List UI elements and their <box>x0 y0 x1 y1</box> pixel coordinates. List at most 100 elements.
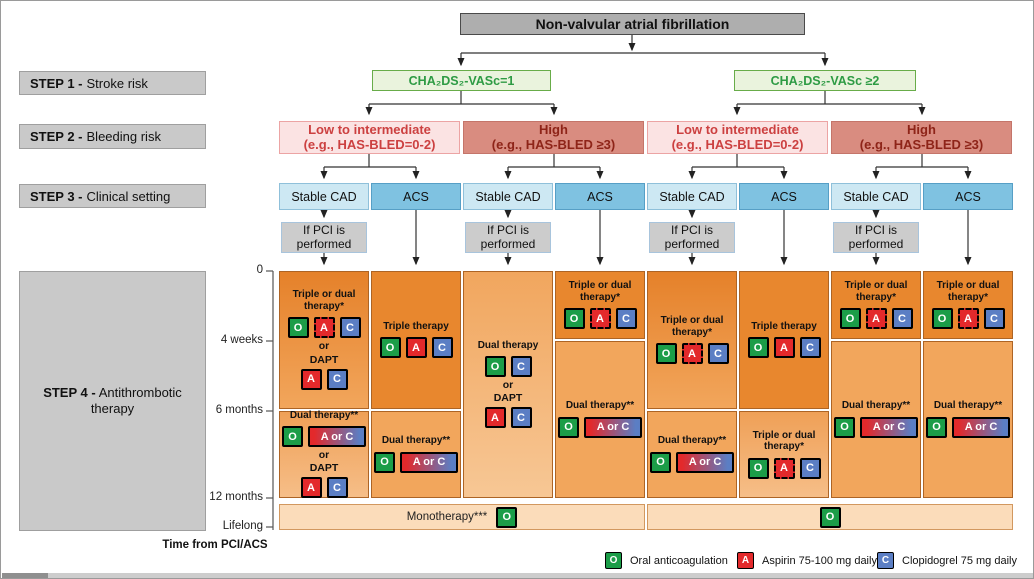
drug-chip-o: O <box>484 356 506 378</box>
diagram-title: Non-valvular atrial fibrillation <box>460 13 805 35</box>
legend-oac-chip: O <box>605 552 622 569</box>
drug-chip-o: O <box>834 416 855 438</box>
clinical-stable-cad-box: Stable CAD <box>279 183 369 210</box>
axis-caption: Time from PCI/ACS <box>162 539 268 551</box>
drug-chip-o: O <box>839 308 861 329</box>
chads-vasc-1-box: CHA₂DS₂-VASc=1 <box>372 70 551 91</box>
legend-clopidogrel: C Clopidogrel 75 mg daily <box>877 552 1017 569</box>
drug-chip-o: O <box>926 416 947 438</box>
legend-oac-label: Oral anticoagulation <box>630 554 728 567</box>
therapy-cell-label: Triple or dual therapy* <box>292 289 356 312</box>
monotherapy-bar-left: Monotherapy*** O <box>279 504 645 530</box>
legend-aspirin-chip: A <box>737 552 754 569</box>
tick-lifelong: Lifelong <box>222 520 263 532</box>
drug-chip-o: O <box>282 426 303 448</box>
therapy-cell-label: Dual therapy** <box>841 400 911 412</box>
therapy-cell-label: Triple or dual therapy* <box>844 280 908 303</box>
tick-6-months: 6 months <box>215 404 263 416</box>
therapy-cell-label: Triple therapy <box>383 320 449 332</box>
drug-chip-a: A <box>405 337 427 359</box>
clinical-acs-box: ACS <box>739 183 829 210</box>
step3-text: Clinical setting <box>86 188 171 204</box>
scrollbar-track[interactable] <box>2 573 1033 578</box>
step4-prefix: STEP 4 - <box>43 384 96 400</box>
therapy-cell-text: DAPT <box>309 462 339 475</box>
drug-chip-o: O <box>747 457 769 479</box>
step1-text: Stroke risk <box>86 75 148 91</box>
drug-chip-c: C <box>326 477 348 499</box>
therapy-cell-label: Dual therapy** <box>565 400 635 412</box>
therapy-cell-text: or <box>318 449 330 462</box>
drug-chip-c: C <box>799 337 821 359</box>
drug-chip-a: A <box>300 477 322 499</box>
tick-12-months: 12 months <box>209 491 263 503</box>
step3-prefix: STEP 3 - <box>30 188 83 204</box>
step2-prefix: STEP 2 - <box>30 129 83 144</box>
legend-clopidogrel-label: Clopidogrel 75 mg daily <box>902 554 1017 567</box>
clinical-acs-box: ACS <box>371 183 461 210</box>
drug-chip-o: O <box>931 308 953 329</box>
therapy-cell-label: Triple or dual therapy* <box>660 315 724 338</box>
clinical-acs-box: ACS <box>923 183 1013 210</box>
clinical-stable-cad-box: Stable CAD <box>831 183 921 210</box>
drug-chip-oac: O <box>819 506 841 528</box>
drug-chip-o: O <box>655 343 677 364</box>
step4-text: Antithrombotic therapy <box>90 384 182 416</box>
therapy-cell-text: DAPT <box>493 392 523 405</box>
scrollbar-thumb[interactable] <box>2 573 48 578</box>
drug-chip-c: C <box>799 457 821 479</box>
drug-chip-oac: O <box>496 506 518 528</box>
therapy-cell-label: Triple or dual therapy* <box>936 280 1000 303</box>
step1-label: STEP 1 - Stroke risk <box>19 71 206 95</box>
drug-chip-c: C <box>510 407 532 429</box>
drug-chip-c: C <box>431 337 453 359</box>
drug-chip-aorc: A or C <box>860 416 918 438</box>
drug-chip-o: O <box>287 317 309 339</box>
drug-chip-ad: A <box>681 343 703 364</box>
therapy-cell-text: or <box>318 340 330 353</box>
drug-chip-c: C <box>891 308 913 329</box>
drug-chip-o: O <box>747 337 769 359</box>
drug-chip-ad: A <box>773 457 795 479</box>
clinical-acs-box: ACS <box>555 183 645 210</box>
therapy-cell-label: Dual therapy** <box>289 409 359 421</box>
drug-chip-c: C <box>339 317 361 339</box>
step1-prefix: STEP 1 - <box>30 75 83 91</box>
step2-text: Bleeding risk <box>86 129 161 144</box>
therapy-cell-label: Dual therapy** <box>933 400 1003 412</box>
time-axis <box>266 270 274 530</box>
drug-chip-o: O <box>558 416 579 438</box>
monotherapy-label: Monotherapy*** <box>406 511 488 523</box>
therapy-cell-label: Dual therapy** <box>381 435 451 447</box>
drug-chip-c: C <box>510 356 532 378</box>
legend-oac: O Oral anticoagulation <box>605 552 728 569</box>
therapy-cell-text: or <box>502 379 514 392</box>
drug-chip-a: A <box>300 368 322 390</box>
legend-aspirin-label: Aspirin 75-100 mg daily <box>762 554 877 567</box>
bleeding-risk-high-box: High(e.g., HAS-BLED ≥3) <box>463 121 644 154</box>
drug-chip-o: O <box>563 308 585 329</box>
drug-chip-aorc: A or C <box>676 451 734 473</box>
step2-label: STEP 2 - Bleeding risk <box>19 124 206 149</box>
